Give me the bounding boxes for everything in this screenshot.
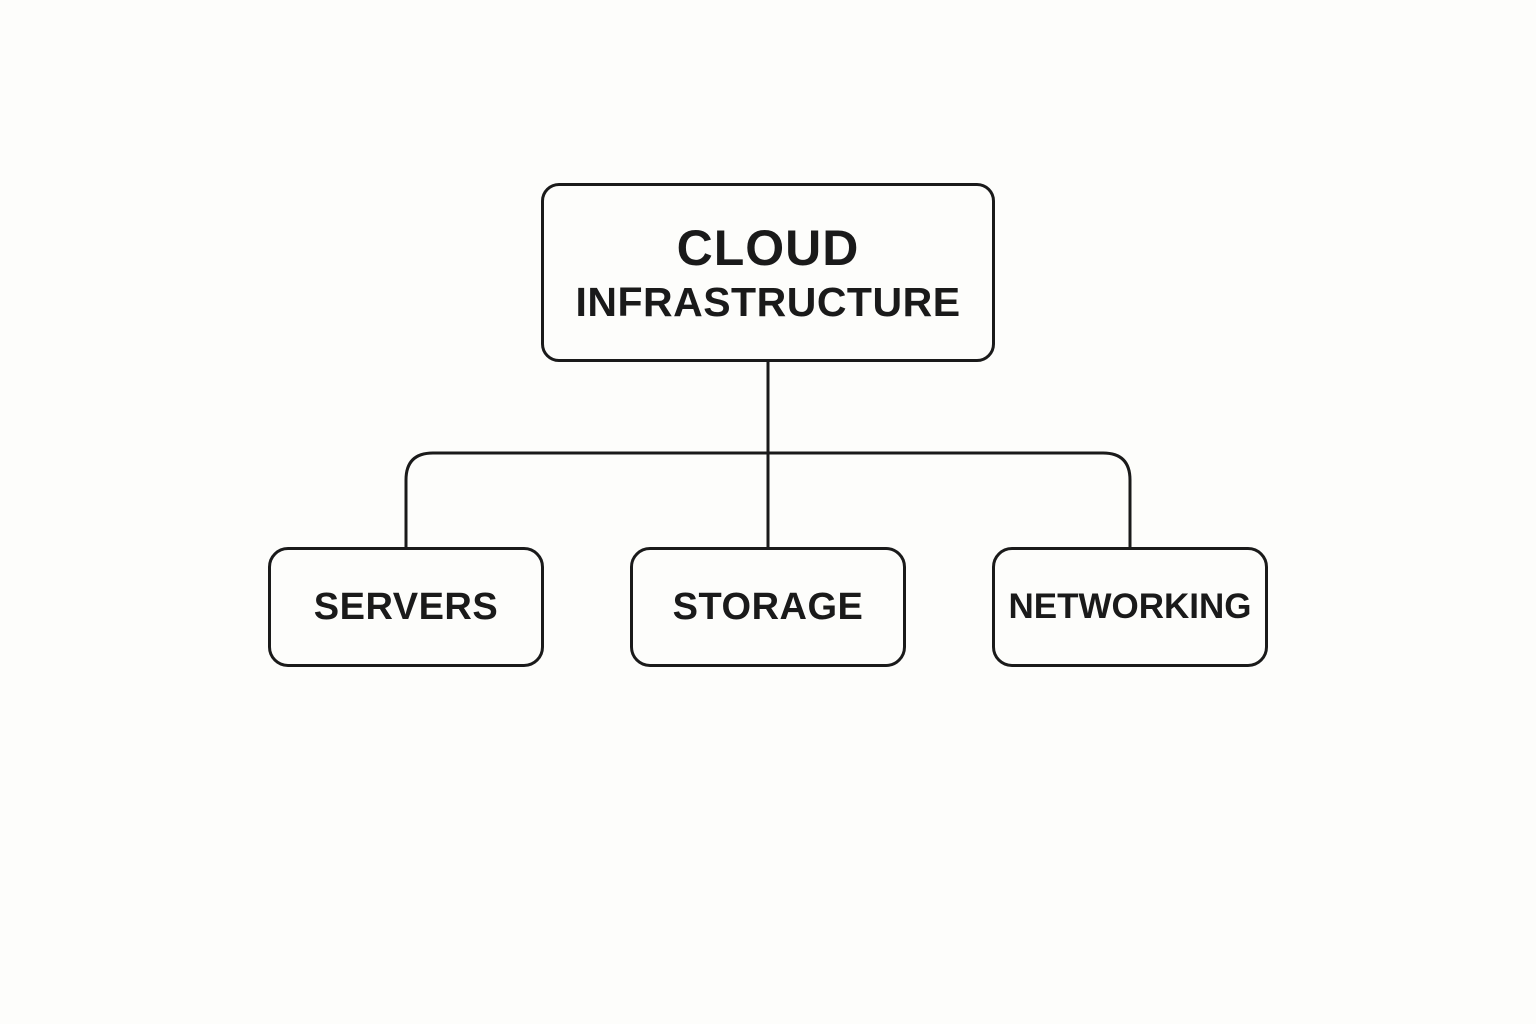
root-title-line2: INFRASTRUCTURE	[575, 278, 961, 325]
child-node-networking: NETWORKING	[992, 547, 1268, 667]
root-node-cloud-infrastructure: CLOUD INFRASTRUCTURE	[541, 183, 995, 362]
connector-bus	[404, 451, 1132, 547]
root-title-line1: CLOUD	[676, 219, 860, 276]
child-node-servers: SERVERS	[268, 547, 544, 667]
child-node-storage: STORAGE	[630, 547, 906, 667]
child-label: STORAGE	[672, 585, 864, 628]
child-label: SERVERS	[313, 585, 499, 628]
child-label: NETWORKING	[1008, 587, 1252, 626]
